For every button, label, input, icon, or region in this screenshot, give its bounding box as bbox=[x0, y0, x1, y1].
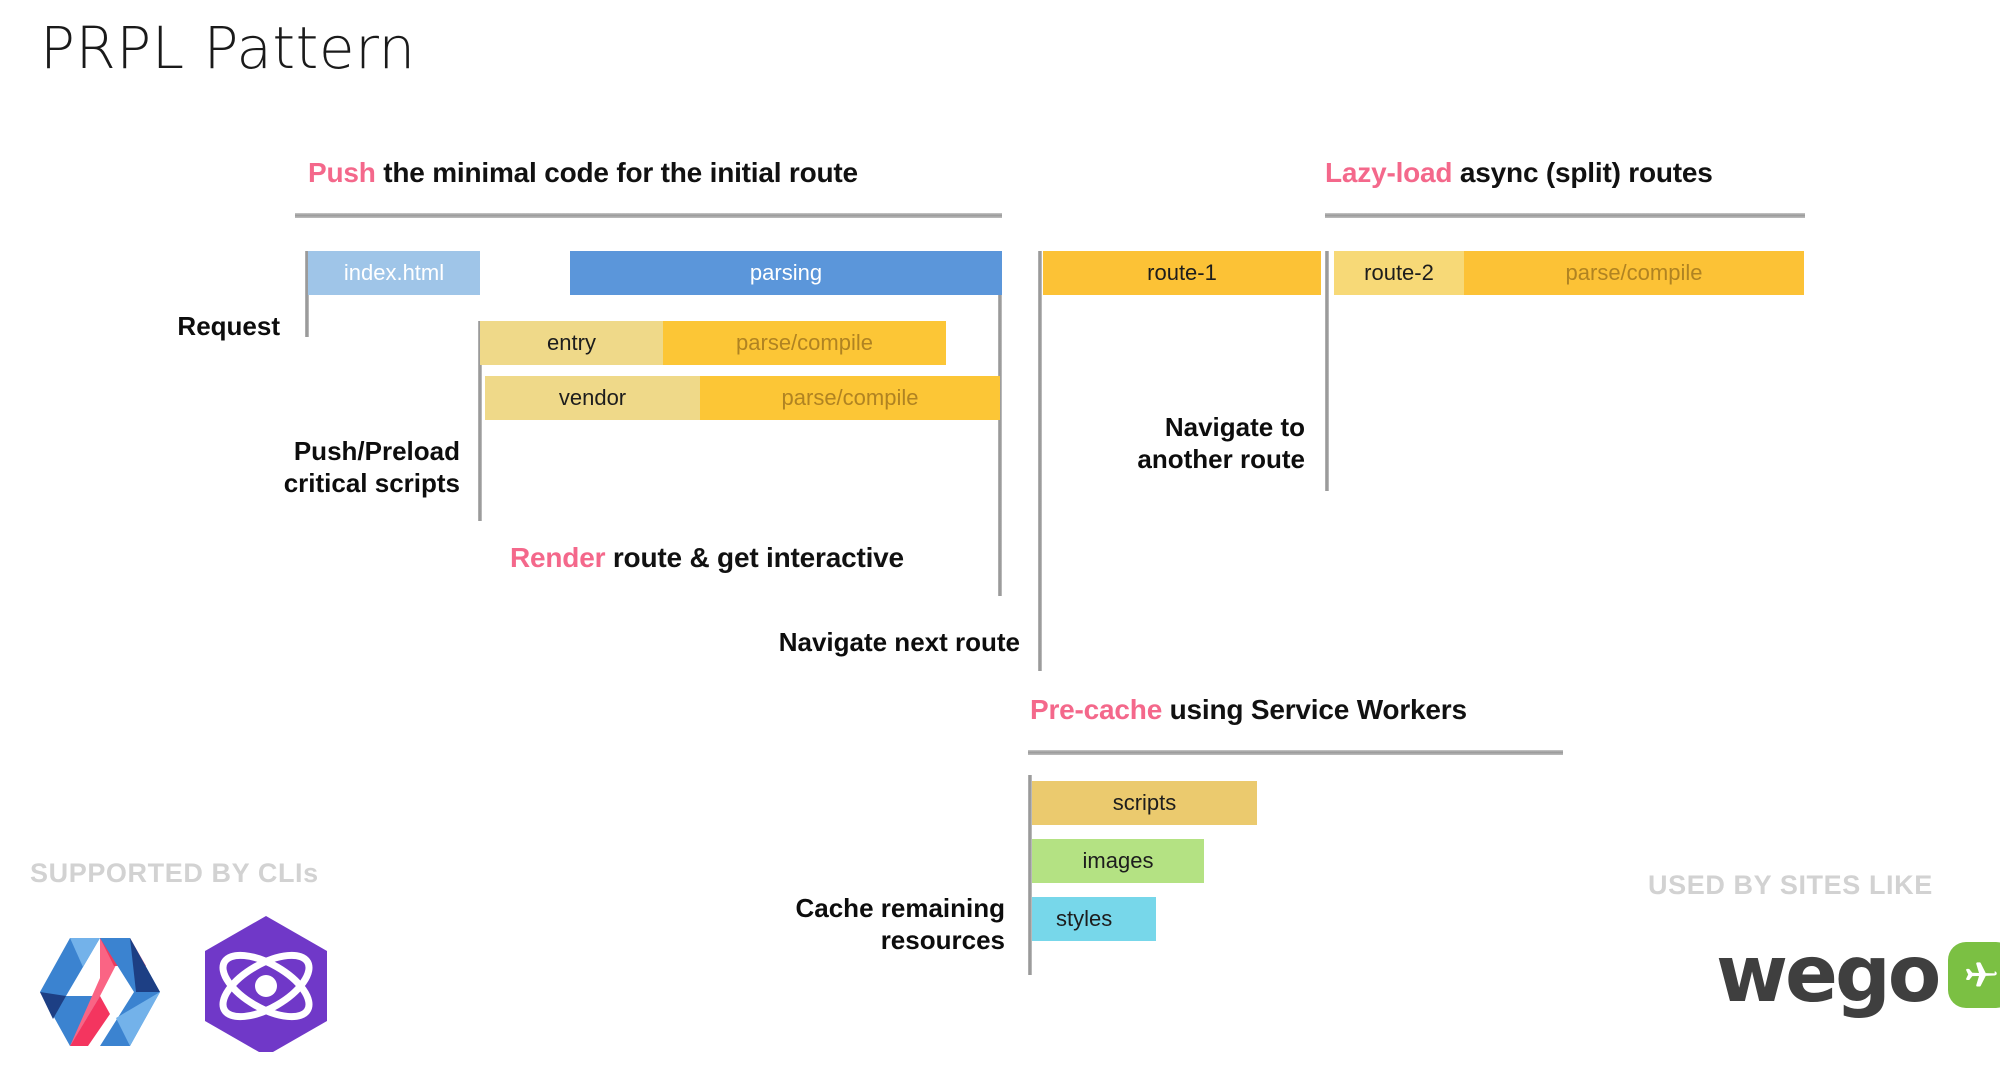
bar-images: images bbox=[1032, 839, 1204, 883]
label-request: Request bbox=[177, 311, 280, 341]
section-header-lazy-load: Lazy-load async (split) routes bbox=[1325, 157, 1713, 189]
bar-segment-label: styles bbox=[1032, 897, 1156, 941]
bar-segment-label: parse/compile bbox=[700, 376, 1000, 420]
airplane-icon bbox=[1966, 962, 1998, 987]
bar-route-1: route-1 bbox=[1043, 251, 1321, 295]
page-title: PRPL Pattern bbox=[40, 14, 416, 82]
section-rule-precache bbox=[1028, 750, 1563, 755]
label-navigate-next-route: Navigate next route bbox=[778, 627, 1020, 657]
label-push-preload: Push/Preload critical scripts bbox=[283, 436, 460, 498]
bar-segment-label: route-2 bbox=[1334, 251, 1464, 295]
bar-scripts: scripts bbox=[1032, 781, 1257, 825]
bar-index-html: index.html bbox=[308, 251, 480, 295]
bar-parsing: parsing bbox=[570, 251, 1002, 295]
marker-line-push-preload bbox=[478, 321, 482, 521]
section-header-render-rest: route & get interactive bbox=[605, 542, 904, 573]
marker-line-request bbox=[305, 251, 309, 337]
bar-segment-label: parse/compile bbox=[663, 321, 946, 365]
section-header-precache: Pre-cache using Service Workers bbox=[1030, 694, 1467, 726]
section-header-precache-rest: using Service Workers bbox=[1162, 694, 1467, 725]
bar-segment-label: index.html bbox=[308, 251, 480, 295]
bar-entry: entry parse/compile bbox=[480, 321, 946, 365]
bar-segment-label: entry bbox=[480, 321, 663, 365]
bar-styles: styles bbox=[1032, 897, 1156, 941]
preact-atom-logo-icon bbox=[196, 912, 336, 1056]
section-rule-lazy-load bbox=[1325, 213, 1805, 218]
bar-segment-label: scripts bbox=[1032, 781, 1257, 825]
section-header-lazy-rest: async (split) routes bbox=[1452, 157, 1713, 188]
marker-line-navigate-another bbox=[1325, 251, 1329, 491]
section-header-precache-accent: Pre-cache bbox=[1030, 694, 1163, 725]
wego-wordmark: wego bbox=[1716, 930, 1941, 1020]
section-header-push-rest: the minimal code for the initial route bbox=[375, 157, 858, 188]
section-header-render-accent: Render bbox=[510, 542, 606, 573]
polymer-logo-icon bbox=[36, 918, 164, 1046]
bar-segment-label: parse/compile bbox=[1464, 251, 1804, 295]
footer-caption-supported-by: SUPPORTED BY CLIs bbox=[30, 858, 319, 888]
section-header-lazy-accent: Lazy-load bbox=[1325, 157, 1453, 188]
bar-vendor: vendor parse/compile bbox=[485, 376, 1000, 420]
marker-line-cache bbox=[1028, 775, 1032, 975]
section-header-push: Push the minimal code for the initial ro… bbox=[308, 157, 858, 189]
label-cache-remaining-resources: Cache remaining resources bbox=[795, 893, 1005, 955]
marker-line-navigate-next bbox=[1038, 251, 1042, 671]
footer-caption-used-by: USED BY SITES LIKE bbox=[1648, 870, 1933, 900]
bar-segment-label: route-1 bbox=[1043, 251, 1321, 295]
marker-line-render bbox=[998, 251, 1002, 596]
wego-logo: wego bbox=[1716, 930, 2000, 1020]
bar-route-2: route-2 parse/compile bbox=[1334, 251, 1804, 295]
section-header-push-accent: Push bbox=[308, 157, 376, 188]
wego-plane-badge bbox=[1948, 942, 2000, 1008]
bar-segment-label: images bbox=[1032, 839, 1204, 883]
section-header-render: Render route & get interactive bbox=[510, 542, 904, 574]
label-navigate-another-route: Navigate to another route bbox=[1137, 412, 1305, 474]
bar-segment-label: parsing bbox=[570, 251, 1002, 295]
bar-segment-label: vendor bbox=[485, 376, 700, 420]
section-rule-push bbox=[295, 213, 1002, 218]
